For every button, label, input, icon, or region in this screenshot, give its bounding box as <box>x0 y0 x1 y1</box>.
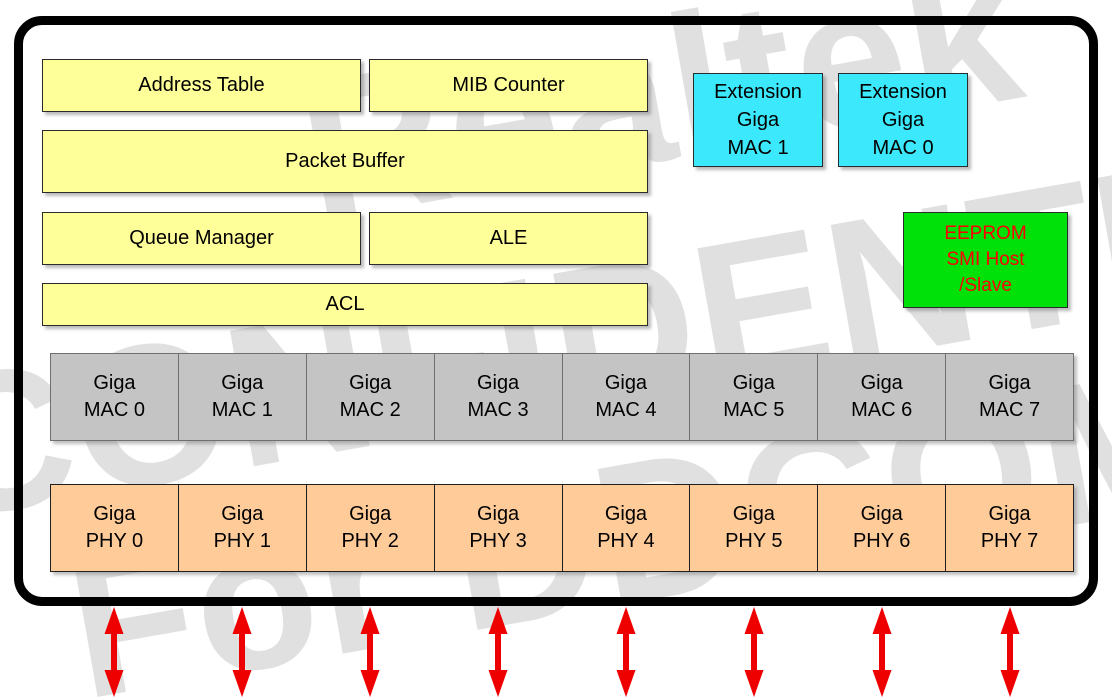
giga-mac-cell-line1: Giga <box>604 372 648 394</box>
block-mib-counter: MIB Counter <box>369 59 648 112</box>
port-arrow-slot <box>178 607 306 697</box>
double-headed-arrow-icon <box>360 607 380 697</box>
block-queue-manager-label: Queue Manager <box>129 227 274 249</box>
giga-mac-cell-line2: MAC 0 <box>83 399 145 421</box>
giga-phy-cell-line2: PHY 4 <box>597 530 655 552</box>
giga-mac-cell: Giga MAC 4 <box>563 354 691 440</box>
giga-mac-cell-line1: Giga <box>988 372 1031 394</box>
giga-mac-cell-line1: Giga <box>349 372 392 394</box>
double-headed-arrow-icon <box>104 607 124 697</box>
giga-mac-cell-line1: Giga <box>860 372 903 394</box>
giga-mac-cell-line1: Giga <box>732 372 775 394</box>
giga-phy-cell-line2: PHY 5 <box>725 530 783 552</box>
giga-mac-cell: Giga MAC 5 <box>690 354 819 440</box>
giga-mac-cell: Giga MAC 7 <box>946 354 1073 440</box>
extension-mac-0-line2: Giga <box>881 109 925 131</box>
giga-phy-cell-line2: PHY 0 <box>85 530 144 552</box>
giga-phy-cell: Giga PHY 3 <box>435 485 563 571</box>
giga-mac-cell-line2: MAC 6 <box>851 399 913 421</box>
giga-mac-cell: Giga MAC 2 <box>307 354 435 440</box>
port-arrow-slot <box>562 607 690 697</box>
port-arrows-row <box>50 607 1074 697</box>
giga-phy-cell-line1: Giga <box>732 503 775 525</box>
giga-mac-cell-line2: MAC 7 <box>979 399 1041 421</box>
giga-phy-cell-line2: PHY 2 <box>341 530 399 552</box>
giga-phy-cell: Giga PHY 7 <box>946 485 1073 571</box>
giga-phy-cell-line1: Giga <box>349 503 392 525</box>
giga-phy-cell-line1: Giga <box>93 503 136 525</box>
giga-mac-row: Giga MAC 0 Giga MAC 1 Giga MAC 2 Giga MA… <box>50 353 1074 441</box>
giga-mac-cell-line1: Giga <box>221 372 264 394</box>
block-eeprom-smi: EEPROM SMI Host /Slave <box>903 212 1068 308</box>
giga-phy-cell-line2: PHY 7 <box>980 530 1039 552</box>
block-extension-giga-mac-0: Extension Giga MAC 0 <box>838 73 968 167</box>
extension-mac-1-line2: Giga <box>736 109 780 131</box>
port-arrow-slot <box>306 607 434 697</box>
block-acl-label: ACL <box>325 293 365 315</box>
giga-mac-cell-line2: MAC 1 <box>211 399 273 421</box>
giga-phy-cell-line1: Giga <box>221 503 264 525</box>
giga-phy-cell: Giga PHY 0 <box>51 485 179 571</box>
block-queue-manager: Queue Manager <box>42 212 361 265</box>
eeprom-line2: SMI Host <box>946 249 1025 270</box>
giga-mac-cell: Giga MAC 3 <box>435 354 563 440</box>
extension-mac-1-line3: MAC 1 <box>727 137 789 159</box>
giga-phy-cell: Giga PHY 4 <box>563 485 691 571</box>
giga-mac-cell-line2: MAC 2 <box>339 399 401 421</box>
giga-mac-cell-line2: MAC 3 <box>467 399 529 421</box>
chip-boundary <box>14 16 1098 606</box>
giga-phy-cell: Giga PHY 5 <box>690 485 819 571</box>
giga-mac-cell: Giga MAC 0 <box>51 354 179 440</box>
giga-phy-cell: Giga PHY 1 <box>179 485 307 571</box>
giga-phy-cell-line1: Giga <box>860 503 903 525</box>
eeprom-line3: /Slave <box>959 275 1012 296</box>
double-headed-arrow-icon <box>1000 607 1020 697</box>
double-headed-arrow-icon <box>872 607 892 697</box>
double-headed-arrow-icon <box>488 607 508 697</box>
block-mib-counter-label: MIB Counter <box>452 74 565 96</box>
double-headed-arrow-icon <box>744 607 764 697</box>
giga-phy-cell-line1: Giga <box>604 503 648 525</box>
double-headed-arrow-icon <box>616 607 636 697</box>
extension-mac-0-line1: Extension <box>859 81 947 103</box>
giga-phy-cell-line2: PHY 1 <box>213 530 272 552</box>
block-packet-buffer: Packet Buffer <box>42 130 648 193</box>
double-headed-arrow-icon <box>232 607 252 697</box>
giga-mac-cell-line1: Giga <box>476 372 520 394</box>
port-arrow-slot <box>50 607 178 697</box>
giga-phy-cell-line1: Giga <box>988 503 1031 525</box>
giga-mac-cell-line1: Giga <box>93 372 136 394</box>
giga-mac-cell-line2: MAC 4 <box>595 399 657 421</box>
giga-phy-cell-line1: Giga <box>476 503 520 525</box>
block-extension-giga-mac-1: Extension Giga MAC 1 <box>693 73 823 167</box>
block-acl: ACL <box>42 283 648 326</box>
giga-phy-cell: Giga PHY 2 <box>307 485 435 571</box>
block-ale-label: ALE <box>489 227 528 249</box>
giga-phy-row: Giga PHY 0 Giga PHY 1 Giga PHY 2 Giga PH… <box>50 484 1074 572</box>
port-arrow-slot <box>434 607 562 697</box>
giga-mac-cell: Giga MAC 1 <box>179 354 307 440</box>
block-address-table: Address Table <box>42 59 361 112</box>
port-arrow-slot <box>818 607 946 697</box>
giga-phy-cell: Giga PHY 6 <box>818 485 947 571</box>
eeprom-line1: EEPROM <box>944 223 1027 244</box>
block-address-table-label: Address Table <box>138 74 265 96</box>
extension-mac-1-line1: Extension <box>714 81 802 103</box>
giga-phy-cell-line2: PHY 6 <box>852 530 911 552</box>
extension-mac-0-line3: MAC 0 <box>872 137 934 159</box>
block-packet-buffer-label: Packet Buffer <box>285 150 405 172</box>
port-arrow-slot <box>946 607 1074 697</box>
giga-mac-cell-line2: MAC 5 <box>723 399 785 421</box>
giga-phy-cell-line2: PHY 3 <box>469 530 527 552</box>
port-arrow-slot <box>690 607 818 697</box>
block-ale: ALE <box>369 212 648 265</box>
giga-mac-cell: Giga MAC 6 <box>818 354 947 440</box>
